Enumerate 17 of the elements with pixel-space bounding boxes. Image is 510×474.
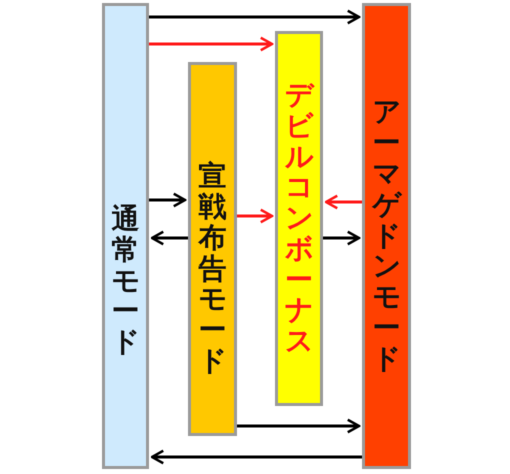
arrow (237, 208, 274, 224)
arrow (237, 418, 360, 434)
bonus-bar (275, 31, 323, 406)
arrow (324, 194, 362, 210)
arrow (150, 230, 188, 246)
mode-label: 通常モード (112, 204, 140, 358)
mode-bar (102, 3, 149, 469)
mode-label: 宣戦布告モード (198, 161, 226, 377)
mode-label: アーマゲドンモード (372, 97, 400, 375)
mode-bar (362, 3, 411, 469)
arrow (149, 10, 360, 24)
arrow (149, 192, 186, 208)
mode-label: デビルコンボーナス (285, 80, 313, 358)
arrow (150, 450, 362, 464)
mode-bar (188, 62, 237, 436)
arrow (149, 36, 274, 52)
arrow (323, 230, 360, 246)
